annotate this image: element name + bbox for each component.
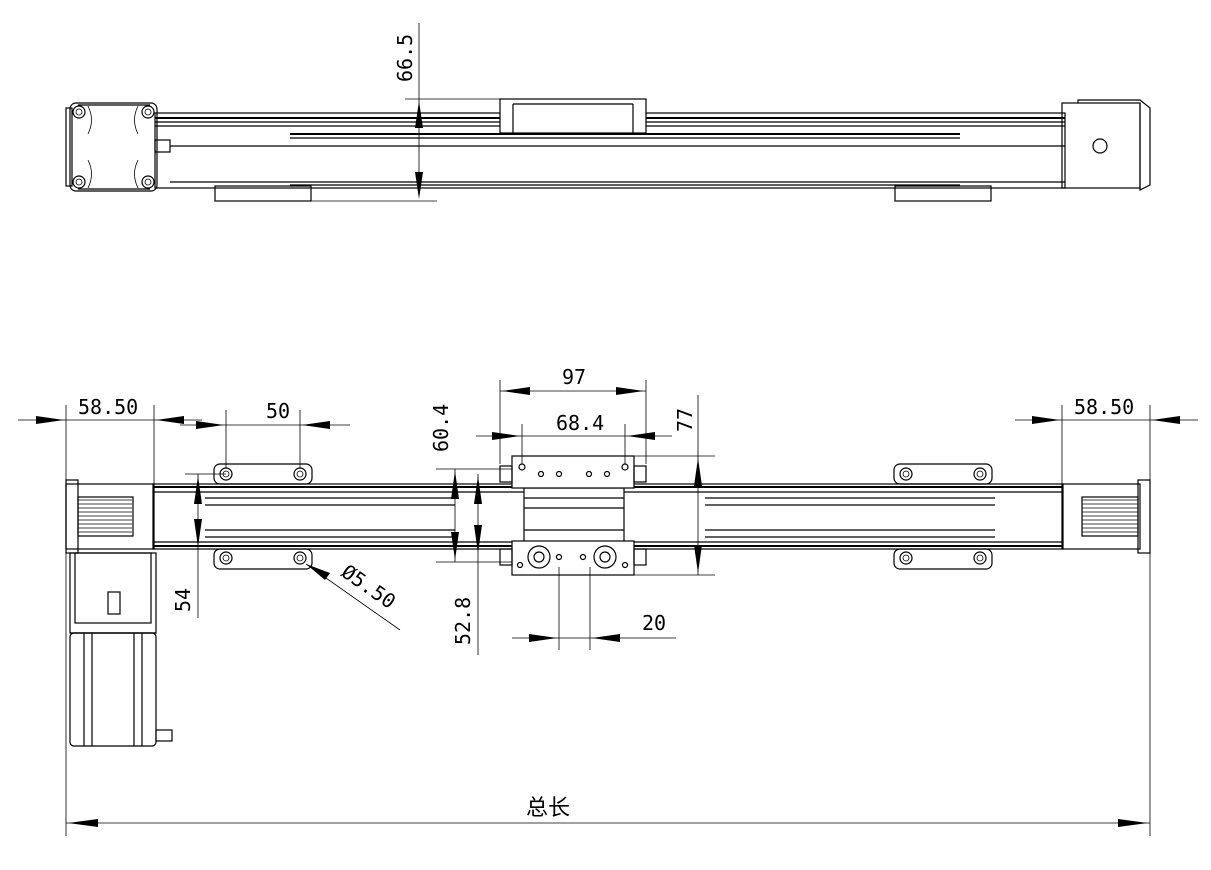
dim-rail-width-inner: 60.4 xyxy=(429,404,453,452)
dim-carriage-width: 77 xyxy=(673,408,697,432)
side-left-foot xyxy=(214,185,312,202)
plan-motor-lower xyxy=(69,632,157,747)
right-bottom-foot xyxy=(893,548,993,570)
side-right-foot xyxy=(894,185,992,202)
right-end-serration xyxy=(1081,496,1139,537)
dim-foot-width: 54 xyxy=(171,588,195,612)
dim-hole-diameter: Ø5.50 xyxy=(337,559,400,613)
pulley-right xyxy=(593,545,617,569)
left-end-serration xyxy=(77,496,134,537)
side-right-end-hole xyxy=(1092,138,1108,154)
plan-motor-upper xyxy=(69,552,157,634)
side-right-end xyxy=(1061,102,1141,189)
motor-key xyxy=(107,591,121,615)
plan-carriage xyxy=(499,455,647,576)
dim-right-end-width: 58.50 xyxy=(1074,395,1134,419)
plan-left-end xyxy=(65,483,155,550)
dim-carriage-length: 97 xyxy=(562,365,586,389)
dim-rail-width-outer: 52.8 xyxy=(451,597,475,645)
dim-total-length: 总长 xyxy=(526,796,570,821)
left-bottom-foot xyxy=(213,548,313,570)
dim-foot-hole-spacing: 50 xyxy=(266,399,290,423)
plan-view: 58.50 50 97 68.4 77 60.4 xyxy=(18,365,1198,836)
dim-carriage-hole-spacing: 68.4 xyxy=(556,411,604,435)
dim-pulley-spacing: 20 xyxy=(642,611,666,635)
dim-top-height: 66.5 xyxy=(393,34,417,82)
pulley-left xyxy=(527,545,551,569)
side-carriage xyxy=(499,98,647,134)
right-top-foot xyxy=(893,463,993,485)
dim-left-end-width: 58.50 xyxy=(78,395,138,419)
side-left-motor xyxy=(69,102,158,192)
plan-right-end xyxy=(1061,483,1141,550)
side-view: 66.5 xyxy=(65,23,1151,202)
